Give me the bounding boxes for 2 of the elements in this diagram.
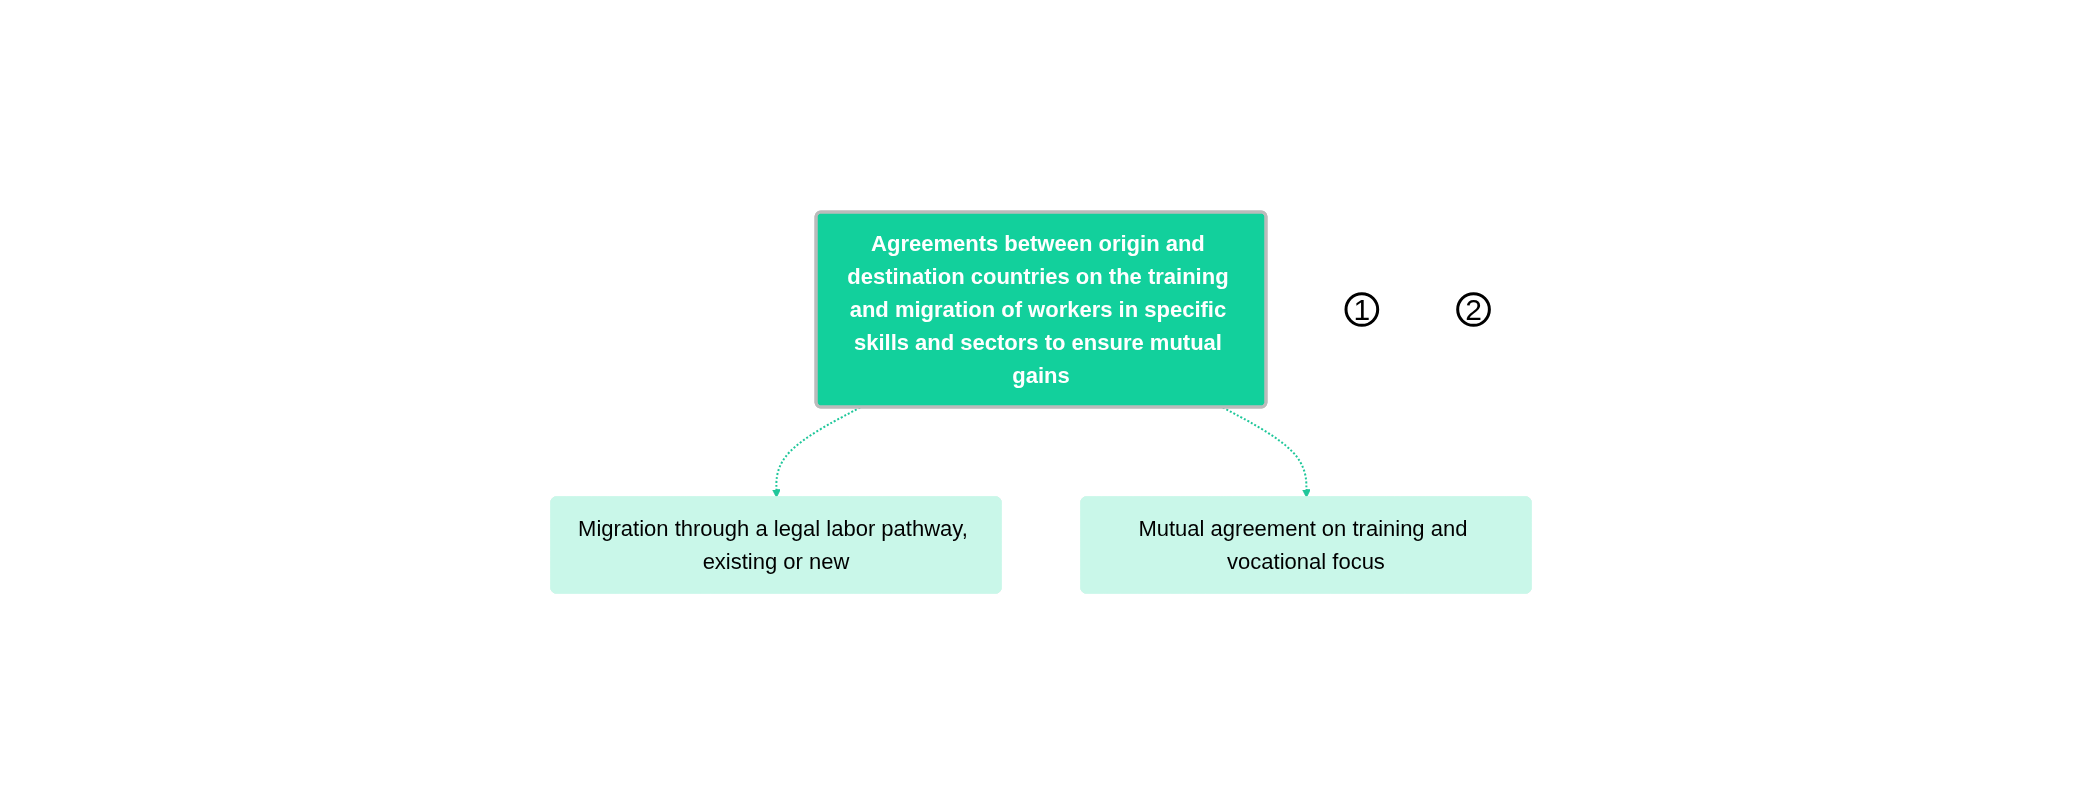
node-circle: 2 (1456, 292, 1491, 327)
node-circle: 1 (1344, 292, 1380, 327)
